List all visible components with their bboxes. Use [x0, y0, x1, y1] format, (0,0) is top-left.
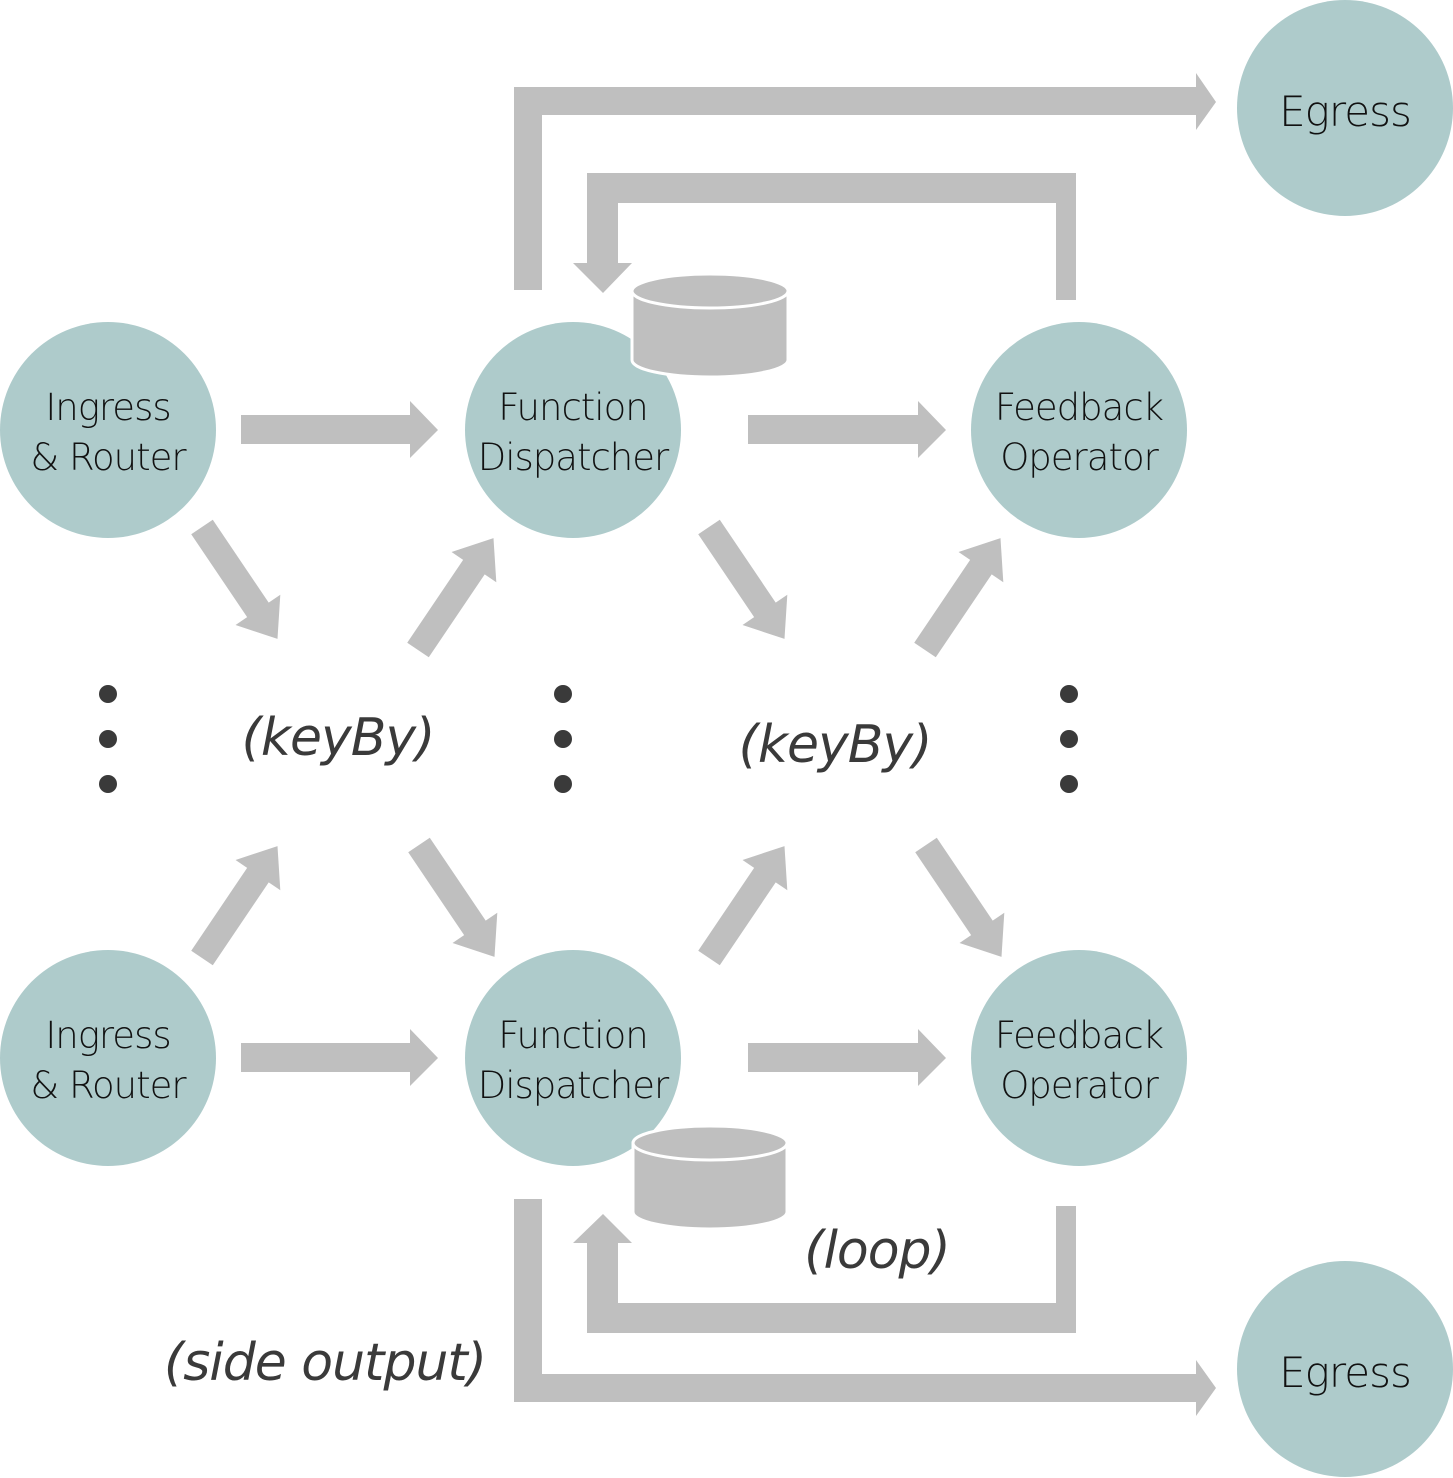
node-label: Operator: [1000, 436, 1159, 479]
node-label: & Router: [30, 1064, 187, 1107]
node-label: Ingress: [45, 386, 170, 429]
ellipsis-dots-dispatcher: [554, 685, 572, 793]
node-dispatcher-top: Function Dispatcher: [465, 322, 681, 538]
node-label: Dispatcher: [478, 436, 670, 479]
arrow-keyby-to-dispatcher-top: [395, 522, 516, 666]
node-feedback-bottom: Feedback Operator: [971, 950, 1187, 1166]
node-label: Feedback: [995, 1014, 1164, 1057]
arrow-keyby-to-dispatcher-bottom: [396, 829, 517, 973]
node-label: Operator: [1000, 1064, 1159, 1107]
node-ingress-top: Ingress & Router: [0, 322, 216, 538]
annotation-loop: (loop): [804, 1221, 950, 1281]
node-label: & Router: [30, 436, 187, 479]
annotation-side-output: (side output): [164, 1333, 486, 1393]
arrow-dispatcher-to-feedback-top: [748, 401, 946, 458]
annotation-keyby-right: (keyBy): [739, 715, 932, 775]
ellipsis-dots-feedback: [1060, 685, 1078, 793]
node-label: Egress: [1279, 1348, 1411, 1397]
node-label: Function: [498, 1014, 647, 1057]
node-egress-bottom: Egress: [1237, 1261, 1453, 1477]
arrow-dispatcher-bottom-to-keyby: [686, 830, 807, 974]
arrow-ingress-to-dispatcher-bottom: [241, 1029, 438, 1086]
database-icon-bottom: [631, 1124, 789, 1231]
side-output-arrow-bottom: [514, 1199, 1216, 1416]
annotation-keyby-left: (keyBy): [242, 708, 435, 768]
arrow-dispatcher-top-to-keyby: [686, 511, 807, 655]
node-label: Ingress: [45, 1014, 170, 1057]
node-label: Dispatcher: [478, 1064, 670, 1107]
node-label: Feedback: [995, 386, 1164, 429]
arrow-ingress-to-dispatcher-top: [241, 401, 438, 458]
arrow-ingress-bottom-to-keyby: [179, 830, 300, 974]
database-icon-top: [630, 272, 790, 379]
node-egress-top: Egress: [1237, 0, 1453, 216]
arrow-ingress-top-to-keyby: [179, 511, 300, 655]
side-output-arrow-top: [514, 73, 1216, 290]
arrow-dispatcher-to-feedback-bottom: [748, 1029, 946, 1086]
arrow-keyby-to-feedback-top: [902, 522, 1023, 666]
node-feedback-top: Feedback Operator: [971, 322, 1187, 538]
node-dispatcher-bottom: Function Dispatcher: [465, 950, 681, 1166]
node-label: Egress: [1279, 87, 1411, 136]
arrow-keyby-to-feedback-bottom: [903, 829, 1024, 973]
loop-arrow-top: [573, 173, 1076, 300]
loop-arrow-bottom: [573, 1206, 1076, 1333]
ellipsis-dots-ingress: [99, 685, 117, 793]
node-label: Function: [498, 386, 647, 429]
node-ingress-bottom: Ingress & Router: [0, 950, 216, 1166]
